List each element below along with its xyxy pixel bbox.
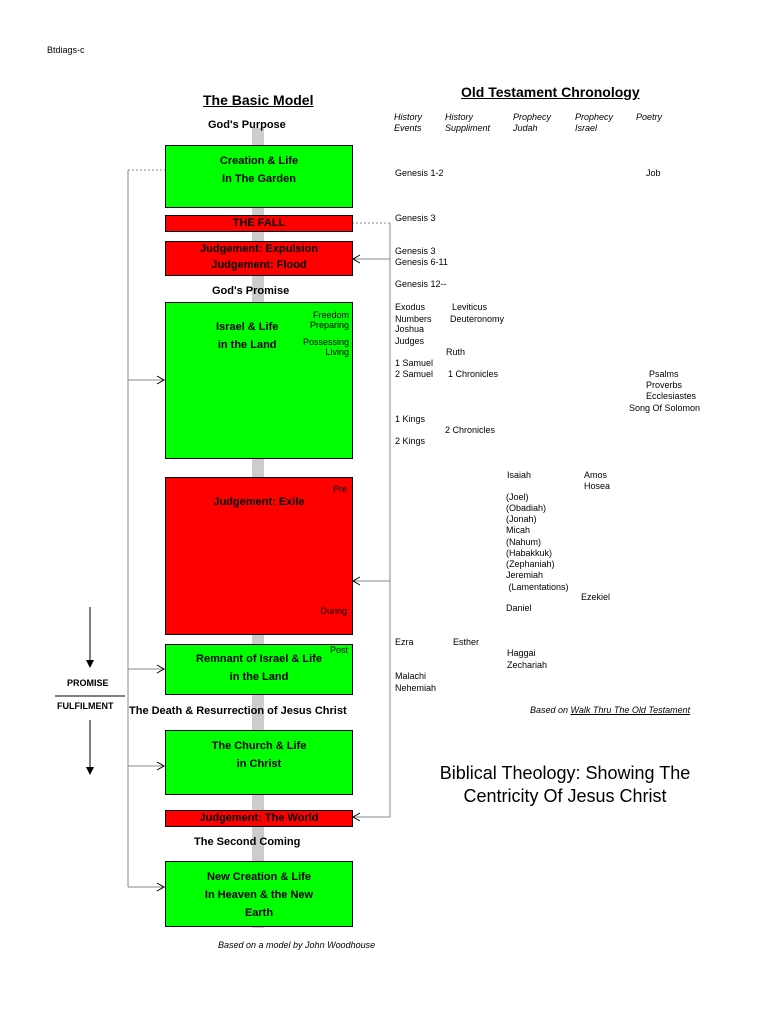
israel-box: Israel & Life in the Land Freedom Prepar… [165, 302, 353, 459]
col-history-events: History Events [394, 112, 423, 133]
book-2-samuel: 2 Samuel [395, 369, 434, 379]
remnant-box: Remnant of Israel & Life in the Land Pos… [165, 644, 353, 695]
book-isaiah: Isaiah [507, 470, 532, 480]
fall-label: THE FALL [232, 217, 286, 229]
exile-during-label: During [320, 606, 347, 616]
judgement-expulsion-label: Judgement: Expulsion Judgement: Flood [200, 243, 318, 271]
book-ruth: Ruth [446, 347, 466, 357]
based-on-prefix: Based on [530, 705, 569, 715]
book-deuteronomy: Deuteronomy [450, 314, 505, 324]
book-psalms: Psalms [649, 369, 679, 379]
book-zechariah: Zechariah [507, 660, 548, 670]
main-title: Biblical Theology: Showing The Centricit… [439, 763, 691, 806]
book-genesis-3a: Genesis 3 [395, 213, 436, 223]
book-2-chronicles: 2 Chronicles [445, 425, 496, 435]
church-label: The Church & Life in Christ [211, 740, 307, 770]
book-proverbs: Proverbs [646, 380, 683, 390]
possessing-label: Possessing [302, 337, 349, 347]
book-haggai: Haggai [507, 648, 536, 658]
gods-promise-label: God's Promise [212, 285, 290, 297]
book-1-kings: 1 Kings [395, 414, 426, 424]
exile-box: Judgement: Exile Pre During [165, 477, 353, 635]
book-leviticus: Leviticus [452, 302, 488, 312]
book-numbers: Numbers [395, 314, 432, 324]
new-creation-label: New Creation & Life In Heaven & the New … [204, 871, 314, 919]
book-judges: Judges [395, 336, 425, 346]
book-ecclesiastes: Ecclesiastes [646, 391, 697, 401]
book-jonah: (Jonah) [506, 514, 537, 524]
fall-box: THE FALL [165, 215, 353, 232]
col-history-suppliment: History Suppliment [445, 112, 491, 133]
judgement-world-label: Judgement: The World [199, 812, 319, 824]
israel-label: Israel & Life in the Land [216, 321, 279, 351]
book-nehemiah: Nehemiah [395, 683, 437, 693]
book-genesis-12: Genesis 12-- [395, 279, 447, 289]
book-ezekiel: Ezekiel [581, 592, 611, 602]
preparing-label: Preparing [309, 320, 349, 330]
fulfilment-label: FULFILMENT [57, 701, 114, 711]
church-box: The Church & Life in Christ [165, 730, 353, 795]
book-joshua: Joshua [395, 324, 425, 334]
book-joel: (Joel) [506, 492, 529, 502]
new-creation-box: New Creation & Life In Heaven & the New … [165, 861, 353, 927]
col-prophecy-judah: Prophecy Judah [513, 112, 552, 133]
book-micah: Micah [506, 525, 531, 535]
book-1-chronicles: 1 Chronicles [448, 369, 499, 379]
creation-label: Creation & Life In The Garden [219, 155, 299, 185]
based-on-title: Walk Thru The Old Testament [570, 705, 691, 715]
remnant-label: Remnant of Israel & Life in the Land [196, 653, 322, 683]
freedom-label: Freedom [312, 310, 349, 320]
book-esther: Esther [453, 637, 480, 647]
basic-model-title: The Basic Model [203, 92, 314, 108]
book-jeremiah: Jeremiah [506, 570, 544, 580]
book-ezra: Ezra [395, 637, 414, 647]
book-nahum: (Nahum) [506, 537, 542, 547]
book-genesis-3b: Genesis 3 [395, 246, 436, 256]
book-zephaniah: (Zephaniah) [506, 559, 555, 569]
exile-label: Judgement: Exile [213, 496, 305, 508]
book-1-samuel: 1 Samuel [395, 358, 434, 368]
death-resurrection-label: The Death & Resurrection of Jesus Christ [129, 705, 347, 717]
gods-purpose-label: God's Purpose [208, 119, 286, 131]
book-genesis-1-2: Genesis 1-2 [395, 168, 444, 178]
col-prophecy-israel: Prophecy Israel [575, 112, 614, 133]
footer-note: Based on a model by John Woodhouse [218, 940, 376, 950]
judgement-world-box: Judgement: The World [165, 810, 353, 827]
remnant-post-label: Post [329, 645, 348, 655]
second-coming-label: The Second Coming [194, 836, 301, 848]
exile-pre-label: Pre [332, 484, 347, 494]
book-exodus: Exodus [395, 302, 426, 312]
book-hosea: Hosea [584, 481, 611, 491]
living-label: Living [325, 347, 349, 357]
book-2-kings: 2 Kings [395, 436, 426, 446]
book-malachi: Malachi [395, 671, 427, 681]
book-amos: Amos [584, 470, 608, 480]
promise-label: PROMISE [67, 678, 109, 688]
book-lamentations: (Lamentations) [506, 582, 569, 592]
ot-chronology-title: Old Testament Chronology [461, 84, 640, 100]
col-poetry: Poetry [636, 112, 663, 122]
book-song-of-solomon: Song Of Solomon [629, 403, 701, 413]
creation-box: Creation & Life In The Garden [165, 145, 353, 208]
book-job: Job [646, 168, 661, 178]
book-obadiah: (Obadiah) [506, 503, 547, 513]
judgement-expulsion-box: Judgement: Expulsion Judgement: Flood [165, 241, 353, 276]
book-habakkuk: (Habakkuk) [506, 548, 553, 558]
doc-id: Btdiags-c [47, 45, 85, 55]
book-genesis-6-11: Genesis 6-11 [395, 257, 448, 267]
book-daniel: Daniel [506, 603, 532, 613]
based-on-note: Based on Walk Thru The Old Testament [530, 705, 690, 715]
